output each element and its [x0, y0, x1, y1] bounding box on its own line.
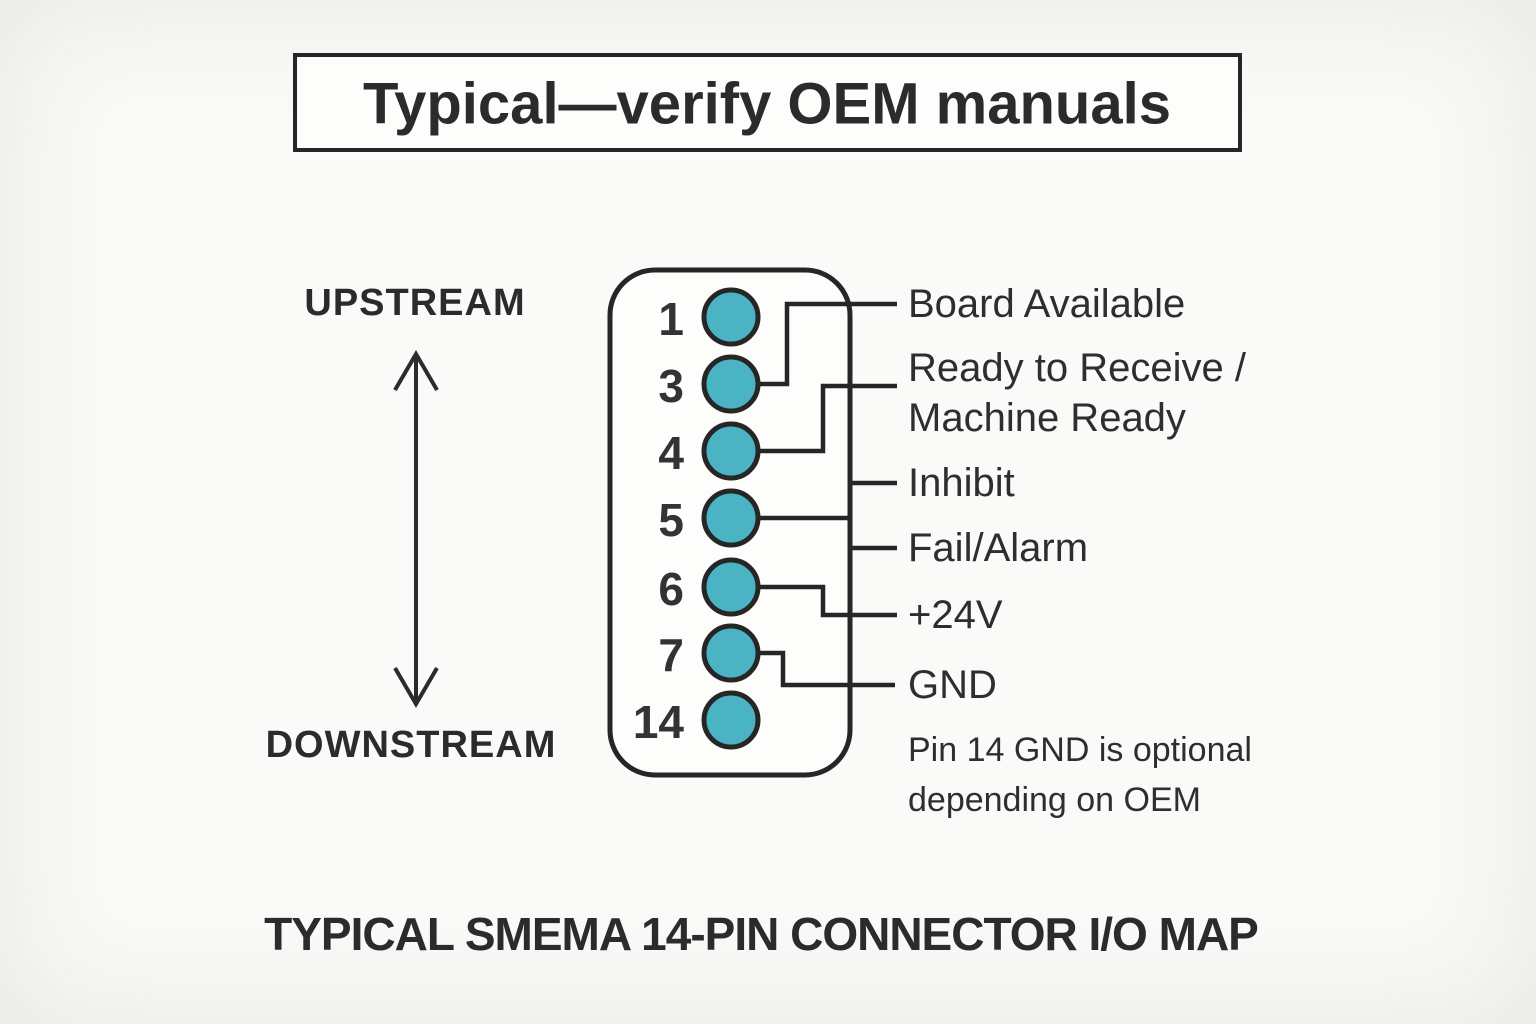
upstream-label: UPSTREAM	[304, 282, 525, 324]
double-arrow-icon	[393, 350, 439, 708]
label-machine-ready: Machine Ready	[908, 396, 1186, 440]
banner-text: Typical—verify OEM manuals	[363, 72, 1171, 137]
wires	[757, 301, 897, 688]
note-line-2: depending on OEM	[908, 781, 1201, 819]
pin-circle-1	[701, 287, 761, 347]
wire-24v	[757, 584, 897, 618]
label-board-available: Board Available	[908, 282, 1185, 326]
pin-circle-5	[701, 488, 761, 548]
downstream-label: DOWNSTREAM	[266, 724, 557, 766]
pin-number-7: 7	[658, 629, 684, 681]
pin-number-3: 3	[658, 360, 684, 412]
pin-circle-3	[701, 354, 761, 414]
pin-circle-6	[701, 557, 761, 617]
banner-box	[293, 53, 1242, 152]
label-gnd: GND	[908, 663, 997, 707]
flow-indicator: UPSTREAM DOWNSTREAM	[266, 282, 557, 766]
label-24v: +24V	[908, 593, 1003, 637]
pin-number-4: 4	[658, 427, 684, 479]
note-line-1: Pin 14 GND is optional	[908, 731, 1252, 769]
wire-ready-to-receive	[757, 383, 897, 454]
pins: 1 3 4 5 6 7 14	[633, 287, 761, 750]
diagram-title: TYPICAL SMEMA 14-PIN CONNECTOR I/O MAP	[264, 908, 1258, 960]
pin14-note: Pin 14 GND is optional depending on OEM	[908, 731, 1252, 819]
pin-number-6: 6	[658, 563, 684, 615]
wire-board-available	[757, 301, 897, 387]
pin-circle-14	[701, 690, 761, 750]
wire-gnd	[757, 650, 895, 688]
signal-labels: Board Available Ready to Receive / Machi…	[908, 282, 1247, 707]
label-ready-to-receive: Ready to Receive /	[908, 346, 1247, 390]
pin-circle-7	[701, 623, 761, 683]
caution-banner: Typical—verify OEM manuals	[293, 53, 1242, 152]
pin-number-1: 1	[658, 293, 684, 345]
pin-number-5: 5	[658, 494, 684, 546]
label-inhibit: Inhibit	[908, 461, 1015, 505]
pin-number-14: 14	[633, 696, 685, 748]
pin-circle-4	[701, 421, 761, 481]
label-fail-alarm: Fail/Alarm	[908, 526, 1088, 570]
